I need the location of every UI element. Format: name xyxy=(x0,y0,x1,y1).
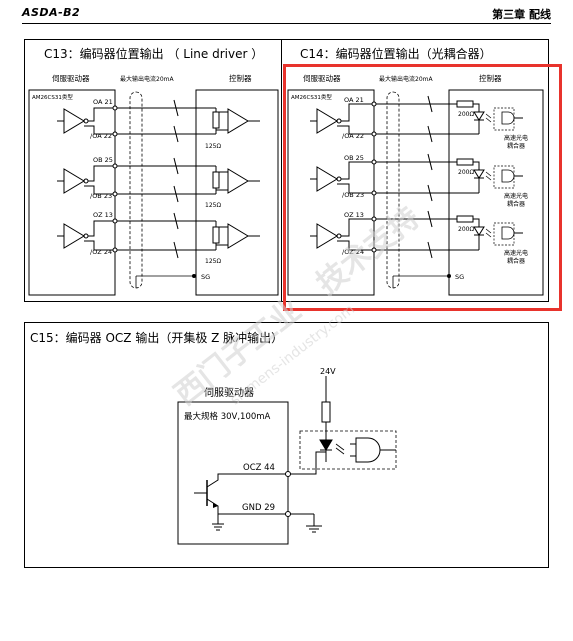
c13-pin-oa: OA 21 xyxy=(93,98,113,106)
c14-channel-b xyxy=(310,153,523,202)
c13-controller-label: 控制器 xyxy=(229,73,252,83)
c15-resistor xyxy=(321,401,331,423)
c13-res-a: 125Ω xyxy=(205,143,221,150)
c13-servo-label: 伺服驱动器 xyxy=(52,73,90,83)
c15-diagram: 伺服驱动器 最大规格 30V,100mA OCZ 44 GND 29 24V xyxy=(177,367,397,545)
c14-opto-z-2: 耦合器 xyxy=(507,257,525,265)
c14-opto-b-2: 耦合器 xyxy=(507,200,525,208)
c14-servo-label: 伺服驱动器 xyxy=(303,73,341,83)
c13-sg-label: SG xyxy=(201,273,210,281)
c14-opto-z-1: 高速光电 xyxy=(504,249,528,257)
c14-title: C14：编码器位置输出（光耦合器） xyxy=(300,47,492,61)
c13-pin-ob: OB 25 xyxy=(93,156,113,164)
c15-led xyxy=(319,439,333,451)
c14-panel xyxy=(281,39,549,302)
c13-channel-b xyxy=(57,157,260,203)
c15-driver-box xyxy=(177,401,289,545)
c14-opto-a-1: 高速光电 xyxy=(504,134,528,142)
c15-gate xyxy=(355,437,381,463)
c13-max-current: 最大输出电流20mA xyxy=(120,75,174,83)
c13-diagram: 伺服驱动器 最大输出电流20mA 控制器 AM26CS31类型 OA 21 /O… xyxy=(28,73,279,296)
c15-max-rating: 最大规格 30V,100mA xyxy=(184,411,271,422)
c13-channel-a xyxy=(57,99,260,143)
c13-pin-oz: OZ 13 xyxy=(93,211,113,219)
chapter-title: 第三章 配线 xyxy=(492,8,551,21)
highlight-box xyxy=(283,64,562,311)
c13-pin-oa-n: /OA 22 xyxy=(90,132,112,140)
c14-channel-z xyxy=(310,210,523,259)
c15-pin-gnd: GND 29 xyxy=(242,503,275,513)
c15-servo-label: 伺服驱动器 xyxy=(204,386,254,399)
c13-res-z: 125Ω xyxy=(205,258,221,265)
c14-pin-ob: OB 25 xyxy=(344,154,364,162)
c14-pin-oa-n: /OA 22 xyxy=(342,132,364,140)
c14-pin-oz-n: /OZ 24 xyxy=(342,248,364,256)
brand-logo: ASDA-B2 xyxy=(22,6,81,19)
c15-voltage-label: 24V xyxy=(320,367,336,376)
c14-cable-shield xyxy=(386,91,400,289)
c15-pin-ocz: OCZ 44 xyxy=(243,463,275,473)
c14-max-current: 最大输出电流20mA xyxy=(379,75,433,83)
c13-res-b: 125Ω xyxy=(205,202,221,209)
c15-title: C15：编码器 OCZ 输出（开集极 Z 脉冲输出） xyxy=(30,331,284,345)
c13-pin-ob-n: /OB 23 xyxy=(90,192,112,200)
c15-transistor xyxy=(194,473,288,531)
c13-pin-oz-n: /OZ 24 xyxy=(90,248,112,256)
c13-title: C13：编码器位置输出 （ Line driver ） xyxy=(44,47,264,61)
header-divider xyxy=(22,23,551,24)
c13-controller-box xyxy=(195,89,279,296)
c14-res-b: 200Ω xyxy=(458,169,474,176)
c14-opto-a-2: 耦合器 xyxy=(507,142,525,150)
c15-panel xyxy=(24,322,549,568)
c14-opto-b-1: 高速光电 xyxy=(504,192,528,200)
c14-sg-label: SG xyxy=(455,273,464,281)
c13-channel-z xyxy=(57,212,260,259)
c13-model-label: AM26CS31类型 xyxy=(32,93,73,101)
c14-res-z: 200Ω xyxy=(458,226,474,233)
c14-pin-ob-n: /OB 23 xyxy=(342,191,364,199)
c14-controller-label: 控制器 xyxy=(479,73,502,83)
c13-cable-shield xyxy=(129,91,143,289)
c14-pin-oz: OZ 13 xyxy=(344,211,364,219)
c14-model-label: AM26CS31类型 xyxy=(291,93,332,101)
c14-diagram: 伺服驱动器 最大输出电流20mA 控制器 AM26CS31类型 OA 21 /O… xyxy=(287,73,544,296)
c14-res-a: 200Ω xyxy=(458,111,474,118)
c14-pin-oa: OA 21 xyxy=(344,96,364,104)
c14-channel-a xyxy=(310,95,523,143)
